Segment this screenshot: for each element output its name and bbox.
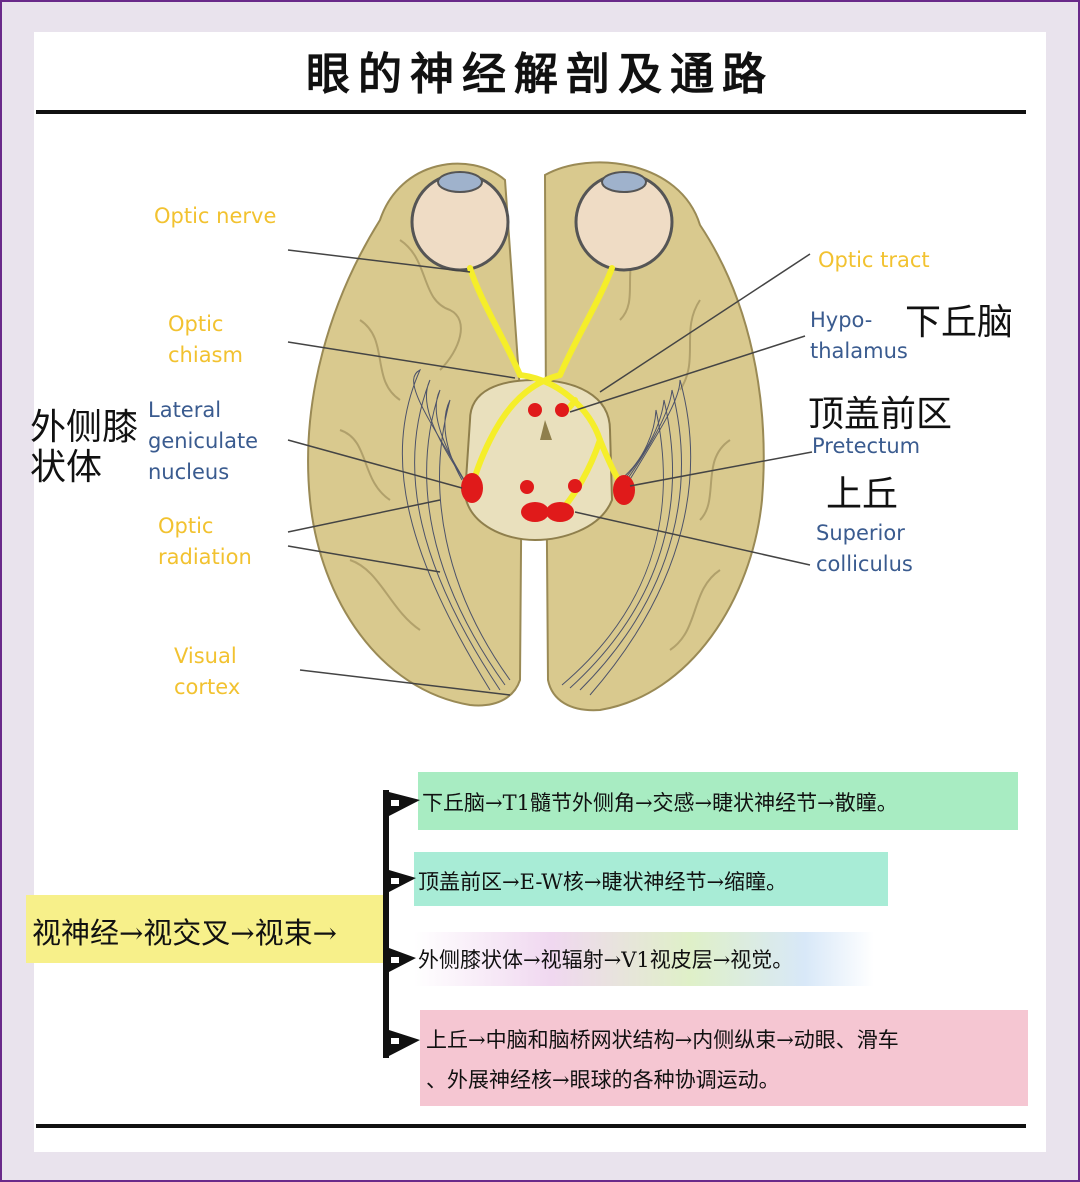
cn-label-superior-colliculus: 上丘 [826,474,899,515]
left-hemisphere [307,162,524,707]
pathway-branch-4: 上丘→中脑和脑桥网状结构→内侧纵束→动眼、滑车 、外展神经核→眼球的各种协调运动… [426,1028,899,1092]
left-eye [410,171,510,272]
right-eye [574,171,674,272]
cn-label-lgn: 外侧膝 状体 [30,407,139,488]
cn-label-hypothalamus: 下丘脑 [905,302,1014,343]
label-lateral-geniculate-nucleus: Lateral geniculate nucleus [148,398,259,484]
label-optic-nerve: Optic nerve [154,204,277,228]
branch-box-4 [420,1010,1028,1106]
pathway-branch-2: 顶盖前区→E-W核→睫状神经节→缩瞳。 [418,870,788,894]
label-optic-chiasm: Optic chiasm [168,312,243,367]
label-optic-tract: Optic tract [818,248,930,272]
page-title: 眼的神经解剖及通路 [306,49,774,100]
label-pretectum: Pretectum [812,434,921,458]
label-hypothalamus: Hypo- thalamus [810,308,908,363]
pathway-root: 视神经→视交叉→视束→ [32,916,337,950]
label-optic-radiation: Optic radiation [158,514,252,569]
cn-label-pretectum: 顶盖前区 [808,394,953,435]
pathway-branch-1: 下丘脑→T1髓节外侧角→交感→睫状神经节→散瞳。 [422,791,898,815]
bottom-divider [36,1124,1026,1128]
nuclei [461,403,635,522]
branch-box-1 [418,772,1018,830]
label-superior-colliculus: Superior colliculus [816,521,913,576]
branch-box-3 [414,932,874,986]
label-visual-cortex: Visual cortex [174,644,241,699]
branch-box-2 [414,852,888,906]
pathway-branch-3: 外侧膝状体→视辐射→V1视皮层→视觉。 [418,948,794,972]
top-divider [36,110,1026,114]
root-box [26,895,386,963]
